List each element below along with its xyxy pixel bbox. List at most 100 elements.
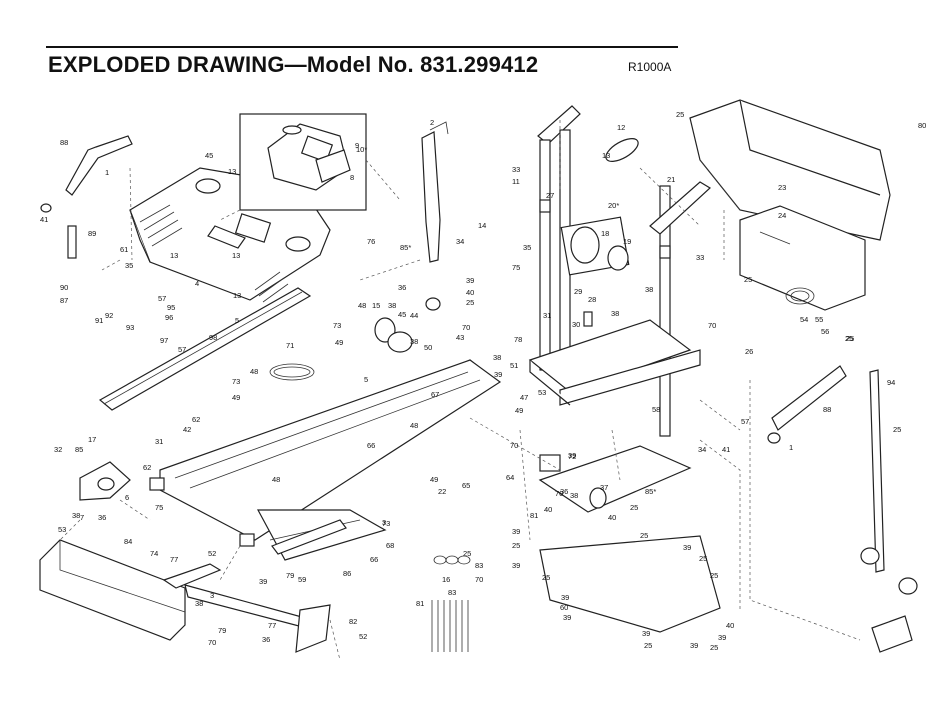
- part-callout: 78: [514, 335, 522, 344]
- part-callout: 91: [95, 316, 103, 325]
- part-callout: 3: [382, 518, 386, 527]
- part-callout: 49: [232, 393, 240, 402]
- part-callout: 37: [600, 483, 608, 492]
- part-callout: 32: [54, 445, 62, 454]
- part-callout: 45: [205, 151, 213, 160]
- part-callout: 29: [574, 287, 582, 296]
- part-callout: 43: [456, 333, 464, 342]
- front-roller: [374, 297, 441, 353]
- part-callout: 97: [160, 336, 168, 345]
- part-callout: 66: [367, 441, 375, 450]
- part-callout: 14: [478, 221, 486, 230]
- part-callout: 28: [588, 295, 596, 304]
- part-callout: 52: [359, 632, 367, 641]
- part-callout: 50: [424, 343, 432, 352]
- part-callout: 44: [410, 311, 418, 320]
- handrail-left-upper: [40, 135, 133, 259]
- part-callout: 75: [155, 503, 163, 512]
- part-callout: 93: [126, 323, 134, 332]
- part-callout: 23: [778, 183, 786, 192]
- part-callout: 36: [398, 283, 406, 292]
- part-callout: 72: [568, 452, 576, 461]
- base-frame: [39, 539, 331, 653]
- part-callout: 39: [512, 527, 520, 536]
- part-callout: 13: [228, 167, 236, 176]
- part-callout: 38: [410, 337, 418, 346]
- front-extension: [79, 461, 131, 501]
- part-callout: 25: [893, 425, 901, 434]
- part-callout: 48: [410, 421, 418, 430]
- part-callout: 39: [466, 276, 474, 285]
- part-callout: 70: [208, 638, 216, 647]
- part-callout: 2: [430, 118, 434, 127]
- part-callout: 55: [815, 315, 823, 324]
- part-callout: 51: [510, 361, 518, 370]
- part-callout: 36: [98, 513, 106, 522]
- drive-motor: [560, 138, 639, 327]
- part-callout: 25: [710, 571, 718, 580]
- part-callout: 85*: [645, 487, 656, 496]
- part-callout: 88: [60, 138, 68, 147]
- part-callout: 82: [349, 617, 357, 626]
- part-callout: 77: [268, 621, 276, 630]
- part-callout: 20*: [608, 201, 619, 210]
- part-callout: 30: [572, 320, 580, 329]
- part-callout: 38: [645, 285, 653, 294]
- part-callout: 25: [512, 541, 520, 550]
- part-callout: 39: [494, 370, 502, 379]
- part-callout: 66: [370, 555, 378, 564]
- part-callout: 18: [601, 229, 609, 238]
- part-callout: 25: [466, 298, 474, 307]
- walking-deck-frame: [149, 359, 502, 547]
- part-callout: 61: [120, 245, 128, 254]
- motor-hood: [689, 99, 891, 241]
- part-callout: 38: [570, 491, 578, 500]
- part-callout: 57: [178, 345, 186, 354]
- part-callout: 41: [40, 215, 48, 224]
- part-callout: 25: [542, 573, 550, 582]
- part-callout: 8: [350, 173, 354, 182]
- part-callout: 53: [58, 525, 66, 534]
- part-callout: 21: [667, 175, 675, 184]
- part-callout: 86: [343, 569, 351, 578]
- part-callout: 62: [192, 415, 200, 424]
- part-callout: 79: [286, 571, 294, 580]
- wire-harness: [421, 121, 449, 263]
- part-callout: 17: [88, 435, 96, 444]
- part-callout: 84: [124, 537, 132, 546]
- part-callout: 83: [475, 561, 483, 570]
- part-callout: 25: [710, 643, 718, 652]
- part-callout: 5: [364, 375, 368, 384]
- part-callout: 15: [372, 301, 380, 310]
- part-callout: 79: [218, 626, 226, 635]
- header-rule: [46, 46, 678, 48]
- part-callout: 39: [561, 593, 569, 602]
- part-callout: 40: [608, 513, 616, 522]
- part-callout: 92: [105, 311, 113, 320]
- page-title: EXPLODED DRAWING—Model No. 831.299412: [48, 52, 539, 77]
- part-callout: 57: [158, 294, 166, 303]
- part-callout: 49: [335, 338, 343, 347]
- part-callout: 56: [821, 327, 829, 336]
- side-rail-left: [98, 287, 312, 411]
- incline-frame: [538, 445, 721, 633]
- part-callout: 47: [520, 393, 528, 402]
- part-callout: 48: [250, 367, 258, 376]
- part-callout: 38: [72, 511, 80, 520]
- part-callout: 31: [543, 311, 551, 320]
- part-callout: 39: [683, 543, 691, 552]
- part-callout: 81: [416, 599, 424, 608]
- part-callout: 39: [718, 633, 726, 642]
- part-callout: 16: [442, 575, 450, 584]
- part-callout: 95: [167, 303, 175, 312]
- part-callout: 35: [125, 261, 133, 270]
- part-callout: 24: [778, 211, 786, 220]
- part-callout: 80: [918, 121, 926, 130]
- part-callout: 74: [150, 549, 158, 558]
- part-callout: 76: [367, 237, 375, 246]
- part-callout: 54: [800, 315, 808, 324]
- part-callout: 67: [431, 390, 439, 399]
- cable-ties: [431, 555, 471, 652]
